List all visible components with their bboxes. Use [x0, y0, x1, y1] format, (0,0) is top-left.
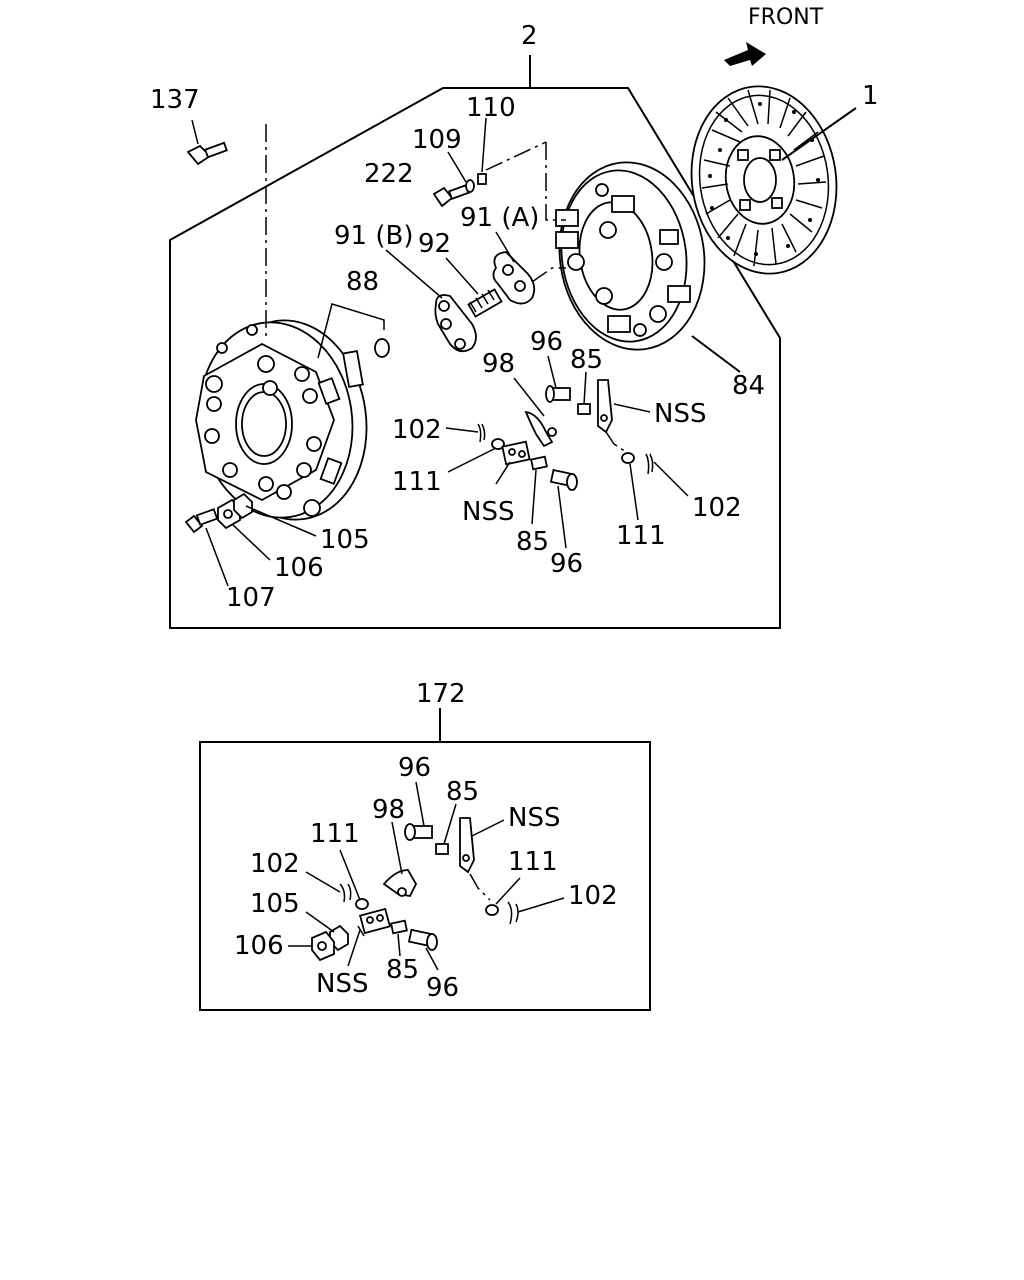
sub-callout-111-right: 111	[508, 847, 558, 877]
clutch-cover	[195, 319, 368, 521]
callout-85-upper: 85	[570, 345, 603, 375]
callout-84: 84	[732, 371, 765, 401]
callout-102-left: 102	[392, 415, 442, 445]
main-assembly-frame	[169, 55, 781, 629]
part-107-bolt	[184, 508, 219, 534]
sub-part-111-right	[485, 904, 499, 916]
callout-106: 106	[274, 553, 324, 583]
sub-part-nss-eyebolt	[357, 907, 391, 937]
callout-107: 107	[226, 583, 276, 613]
sub-callout-102-left: 102	[250, 849, 300, 879]
sub-callout-85-lower: 85	[386, 955, 419, 985]
callout-88: 88	[346, 267, 379, 297]
sub-part-98-spring	[382, 869, 418, 897]
sub-callout-96-upper: 96	[398, 753, 431, 783]
sub-assembly-frame	[199, 708, 651, 1011]
callout-91b: 91 (B)	[334, 221, 413, 251]
callout-1: 1	[862, 81, 879, 111]
sub-part-96-lower	[407, 928, 438, 951]
callout-nss-upper: NSS	[654, 399, 706, 429]
callout-111-right: 111	[616, 521, 666, 551]
sub-part-102-right	[507, 901, 519, 925]
callout-222: 222	[364, 159, 414, 189]
sub-callout-105: 105	[250, 889, 300, 919]
sub-callout-nss-lower: NSS	[316, 969, 368, 999]
part-222-bolt	[432, 173, 487, 208]
callout-110: 110	[466, 93, 516, 123]
front-arrow-icon	[724, 42, 766, 66]
part-96-pin-lower	[549, 468, 578, 491]
part-nss-lever-upper	[597, 379, 613, 434]
callout-137: 137	[150, 85, 200, 115]
part-111-washer-right	[621, 452, 635, 464]
callout-111-left: 111	[392, 467, 442, 497]
sub-part-85-upper	[435, 843, 449, 855]
part-92-spring	[467, 288, 503, 318]
part-105-nut	[233, 492, 253, 520]
sub-part-nss-lever	[459, 817, 475, 874]
callout-105: 105	[320, 525, 370, 555]
sub-callout-85-upper: 85	[446, 777, 479, 807]
sub-callout-98: 98	[372, 795, 405, 825]
part-96-pin-upper	[545, 385, 571, 403]
callout-96-upper: 96	[530, 327, 563, 357]
callout-92: 92	[418, 229, 451, 259]
sub-part-111-left	[355, 898, 369, 910]
callout-98: 98	[482, 349, 515, 379]
group-label-172: 172	[416, 679, 466, 709]
part-98-spring	[524, 410, 557, 448]
sub-part-96-upper	[404, 823, 433, 841]
callout-85-lower: 85	[516, 527, 549, 557]
front-label: FRONT	[748, 5, 824, 30]
clutch-disc	[690, 85, 838, 275]
part-88	[317, 303, 390, 388]
part-102-clip-right	[645, 453, 654, 475]
sub-part-102-left	[339, 883, 352, 903]
part-111-washer-left	[491, 438, 505, 450]
part-91a-lever	[492, 251, 536, 305]
callout-nss-lower: NSS	[462, 497, 514, 527]
part-85-lower	[530, 455, 548, 471]
part-102-clip-left	[477, 423, 486, 443]
callout-109: 109	[412, 125, 462, 155]
callout-102-right: 102	[692, 493, 742, 523]
callout-91a: 91 (A)	[460, 203, 539, 233]
part-91b-lever	[434, 294, 477, 353]
sub-callout-106: 106	[234, 931, 284, 961]
sub-callout-102-right: 102	[568, 881, 618, 911]
sub-callout-111-left: 111	[310, 819, 360, 849]
part-137-bolt	[186, 141, 228, 166]
sub-callout-nss-upper: NSS	[508, 803, 560, 833]
callout-96-lower: 96	[550, 549, 583, 579]
part-85-upper	[577, 403, 591, 415]
sub-part-85-lower	[390, 919, 408, 935]
sub-callout-96-lower: 96	[426, 973, 459, 1003]
group-label-2: 2	[521, 21, 538, 51]
pressure-plate	[555, 161, 706, 351]
part-nss-eyebolt	[501, 440, 531, 466]
